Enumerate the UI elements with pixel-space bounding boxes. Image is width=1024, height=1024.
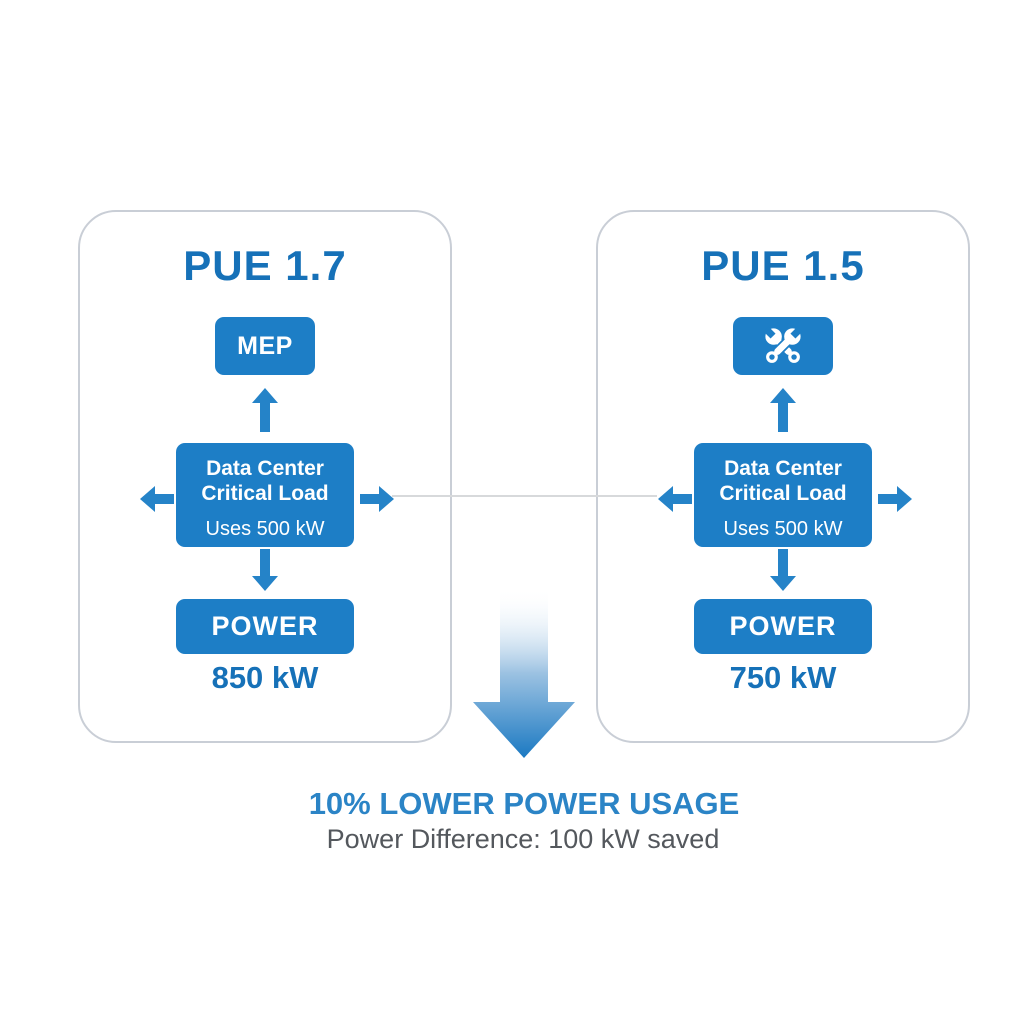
summary-subline: Power Difference: 100 kW saved xyxy=(326,824,720,854)
power-box: POWER xyxy=(694,599,872,654)
mep-box: MEP xyxy=(215,317,315,375)
load-box: Data Center Critical Load Uses 500 kW xyxy=(176,443,354,547)
right-arrow-icon xyxy=(878,485,912,513)
power-value: 750 kW xyxy=(729,660,837,695)
load-usage: Uses 500 kW xyxy=(723,518,843,540)
connector-line xyxy=(392,495,657,497)
load-line1: Data Center xyxy=(724,457,842,480)
load-box: Data Center Critical Load Uses 500 kW xyxy=(694,443,872,547)
panel-title: PUE 1.7 xyxy=(183,242,347,289)
load-line1: Data Center xyxy=(206,457,324,480)
power-label: POWER xyxy=(729,611,837,641)
panel-pue-1-5: PUE 1.5 xyxy=(596,210,970,743)
panel-title: PUE 1.5 xyxy=(701,242,865,289)
right-arrow-icon xyxy=(360,485,394,513)
summary-headline: 10% LOWER POWER USAGE xyxy=(308,786,740,821)
up-arrow-icon xyxy=(769,388,797,432)
load-line2: Critical Load xyxy=(719,482,847,505)
down-arrow-icon xyxy=(769,549,797,591)
up-arrow-icon xyxy=(251,388,279,432)
mep-label: MEP xyxy=(237,331,293,360)
power-value: 850 kW xyxy=(211,660,319,695)
left-arrow-icon xyxy=(140,485,174,513)
crossed-wrenches-icon xyxy=(752,321,814,371)
big-gradient-down-arrow-icon xyxy=(472,588,576,758)
load-line2: Critical Load xyxy=(201,482,329,505)
tools-box xyxy=(733,317,833,375)
panel-pue-1-7: PUE 1.7 MEP Data Center Critical Load Us… xyxy=(78,210,452,743)
power-box: POWER xyxy=(176,599,354,654)
load-usage: Uses 500 kW xyxy=(205,518,325,540)
down-arrow-icon xyxy=(251,549,279,591)
power-label: POWER xyxy=(211,611,319,641)
left-arrow-icon xyxy=(658,485,692,513)
